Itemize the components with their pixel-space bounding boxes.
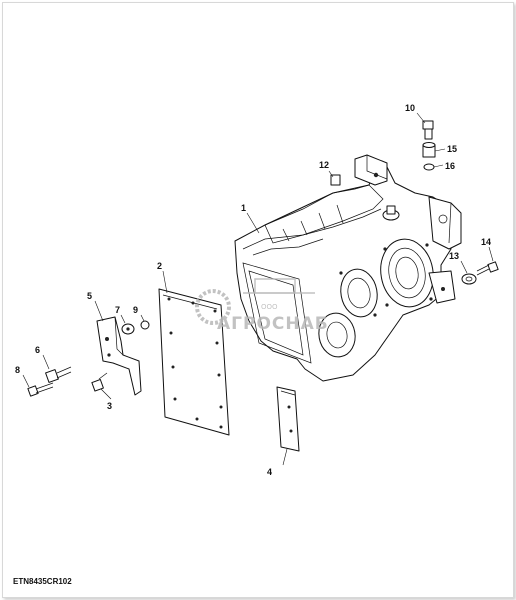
watermark-small-text: ООО	[261, 303, 278, 311]
watermark-logo: ООО АГРОСНАБ	[195, 278, 329, 334]
callout-10: 10	[405, 103, 415, 113]
bolt-6	[45, 366, 72, 383]
callout-16: 16	[445, 161, 455, 171]
callout-6: 6	[35, 345, 40, 355]
cover-plate	[158, 288, 230, 436]
callout-3: 3	[107, 401, 112, 411]
sensor-10	[422, 120, 434, 140]
small-plate	[276, 386, 300, 452]
o-ring-16	[423, 163, 435, 171]
callout-4: 4	[267, 467, 272, 477]
watermark-brand-text: АГРОСНАБ	[217, 314, 329, 334]
callout-12: 12	[319, 160, 329, 170]
transmission-housing	[234, 154, 462, 382]
callout-8: 8	[15, 365, 20, 375]
bolt-14	[476, 261, 499, 276]
nut-9	[140, 320, 150, 330]
callout-9: 9	[133, 305, 138, 315]
plug-12	[330, 174, 341, 186]
washer-13	[461, 273, 477, 285]
callout-13: 13	[449, 251, 459, 261]
leader-lines	[22, 112, 494, 466]
bolt-8	[27, 382, 54, 397]
fitting-15	[422, 142, 436, 158]
bolt-3	[91, 372, 108, 392]
callout-1: 1	[241, 203, 246, 213]
callout-7: 7	[115, 305, 120, 315]
callout-14: 14	[481, 237, 491, 247]
callout-15: 15	[447, 144, 457, 154]
bracket	[96, 316, 142, 396]
exploded-parts-diagram: 1 2 3 4 5 6 7 8 9 10 12 13 14 15 16 ООО …	[15, 103, 499, 477]
diagram-code: ETN8435CR102	[13, 577, 72, 586]
callout-5: 5	[87, 291, 92, 301]
nut-7	[121, 323, 135, 335]
callout-2: 2	[157, 261, 162, 271]
